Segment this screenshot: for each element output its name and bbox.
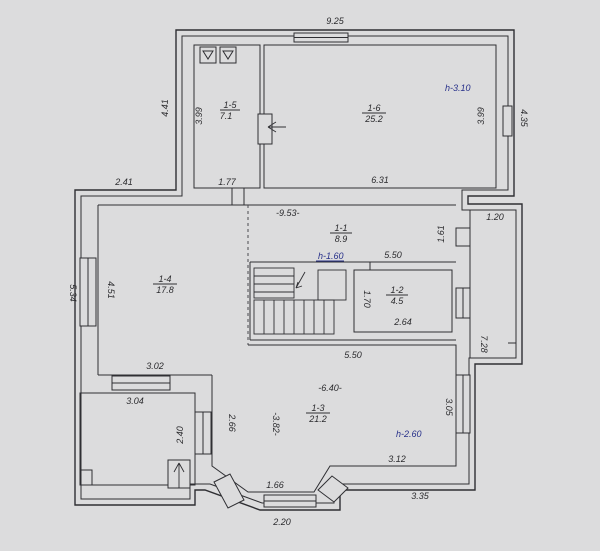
- dim-east-height: 7.28: [479, 335, 489, 353]
- room-label-1-2: 1-2 4.5: [386, 285, 408, 306]
- bath-door-arrow-icon: [267, 121, 286, 133]
- dim-room-1-2-width: 2.64: [393, 317, 412, 327]
- dim-left-step: 2.41: [114, 177, 133, 187]
- svg-text:1-1: 1-1: [334, 223, 347, 233]
- dim-lower-left: 3.04: [126, 396, 144, 406]
- dim-room-1-3-width: -6.40-: [318, 383, 342, 393]
- svg-text:8.9: 8.9: [335, 234, 348, 244]
- dim-bath-height: 3.99: [194, 107, 204, 125]
- room-label-1-4: 1-4 17.8: [153, 274, 177, 295]
- svg-text:1-5: 1-5: [223, 100, 237, 110]
- room-label-1-1: 1-1 8.9: [330, 223, 352, 244]
- dim-east-width: 1.20: [486, 212, 504, 222]
- window-corridor: [455, 227, 471, 247]
- east-corner: [508, 342, 517, 358]
- room-1-3-walls: [211, 344, 457, 493]
- sink-icon: [219, 46, 237, 64]
- window-bay-right: [317, 475, 349, 503]
- dim-room-1-3-left: 2.66: [227, 413, 237, 432]
- dim-stair-run: 5.50: [384, 250, 402, 260]
- dim-bay-inner: 1.66: [266, 480, 284, 490]
- dim-big-room-height: 3.99: [476, 107, 486, 125]
- toilet-icon: [199, 46, 217, 64]
- dim-big-room-width: 6.31: [371, 175, 389, 185]
- dim-room-1-4-width: 3.02: [146, 361, 164, 371]
- room-label-1-3: 1-3 21.2: [306, 403, 330, 424]
- height-stair: h-1.60: [318, 251, 344, 261]
- dim-bay-bottom: 2.20: [272, 517, 291, 527]
- height-lower: h-2.60: [396, 429, 422, 439]
- room-1-2-walls: [353, 269, 453, 333]
- svg-text:4.5: 4.5: [391, 296, 405, 306]
- dim-corridor: -9.53-: [276, 208, 300, 218]
- dim-room-1-3-mid: -3.82-: [271, 412, 281, 436]
- dim-room-1-2-height: 1.70: [362, 290, 372, 308]
- entrance-arrow-icon: [173, 462, 185, 488]
- svg-text:17.8: 17.8: [156, 285, 174, 295]
- svg-text:25.2: 25.2: [364, 114, 383, 124]
- dim-left-upper: 4.41: [160, 99, 170, 117]
- room-label-1-5: 1-5 7.1: [220, 100, 240, 121]
- dim-top-width: 9.25: [326, 16, 345, 26]
- dim-room-1-3-right: 3.05: [444, 398, 454, 417]
- window-right: [502, 105, 513, 137]
- dim-room-1-3-right-bottom: 3.12: [388, 454, 406, 464]
- svg-text:1-3: 1-3: [311, 403, 324, 413]
- dim-lower-width: 5.50: [344, 350, 362, 360]
- dim-right-upper: 4.35: [519, 109, 529, 128]
- east-room-walls: [469, 209, 517, 359]
- dim-bath-width: 1.77: [218, 177, 237, 187]
- svg-text:1-2: 1-2: [390, 285, 403, 295]
- dim-upper-landing: 1.61: [436, 225, 446, 243]
- svg-text:1-6: 1-6: [367, 103, 380, 113]
- dim-bottom-right: 3.35: [411, 491, 430, 501]
- svg-text:1-4: 1-4: [158, 274, 171, 284]
- dim-room-1-4-height: 4.51: [106, 281, 116, 299]
- bath-door: [257, 113, 273, 145]
- svg-text:7.1: 7.1: [220, 111, 233, 121]
- room-label-1-6: 1-6 25.2: [362, 103, 386, 124]
- window-bay-left: [213, 473, 245, 509]
- svg-text:21.2: 21.2: [308, 414, 327, 424]
- dim-outer-left: 5.34: [68, 284, 78, 302]
- staircase: [253, 267, 347, 335]
- dim-small-left: 2.40: [175, 426, 185, 445]
- outer-wall: [74, 29, 523, 511]
- height-big-room: h-3.10: [445, 83, 471, 93]
- lower-left-corner: [80, 469, 93, 485]
